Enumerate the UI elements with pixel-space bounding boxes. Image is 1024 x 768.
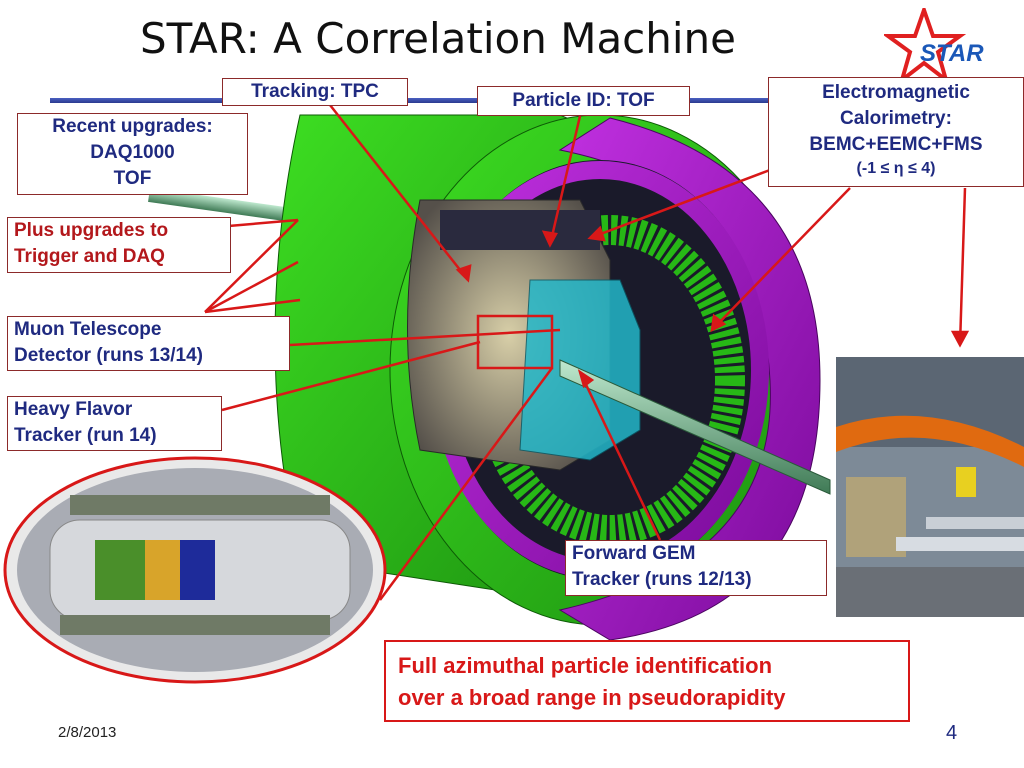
detector-photo <box>836 357 1024 617</box>
hft-top-rail <box>70 495 330 515</box>
label-trigger-daq-line1: Plus upgrades to <box>14 220 169 241</box>
label-hft-line1: Heavy Flavor <box>14 399 133 420</box>
label-trigger-daq-line2: Trigger and DAQ <box>14 246 165 267</box>
label-muon-telescope: Muon Telescope Detector (runs 13/14) <box>7 316 290 371</box>
slide-page-number: 4 <box>946 722 958 744</box>
label-muon-line1: Muon Telescope <box>14 319 162 340</box>
arrow-tof <box>548 115 582 246</box>
line-muon <box>289 328 561 347</box>
star-logo-icon <box>884 8 967 86</box>
label-heavy-flavor-tracker: Heavy Flavor Tracker (run 14) <box>7 396 222 451</box>
label-hft-line2: Tracker (run 14) <box>14 425 157 446</box>
hft-bottom-rail <box>60 615 330 635</box>
label-tracking-tpc: Tracking: TPC <box>222 78 408 106</box>
label-recent-upgrades: Recent upgrades: DAQ1000 TOF <box>17 113 248 195</box>
line-hft <box>221 340 481 412</box>
label-recent-upgrades-line3: TOF <box>113 168 152 189</box>
title-underline <box>50 98 890 103</box>
label-emc-eta-range: (-1 ≤ η ≤ 4) <box>856 160 936 177</box>
slide-title: STAR: A Correlation Machine <box>140 14 737 63</box>
hft-green-block <box>95 540 145 600</box>
arrow-emc-2 <box>711 187 851 331</box>
arrow-emc-3 <box>958 187 967 346</box>
label-emc-line1: Electromagnetic <box>822 82 970 103</box>
beam-pipe-left <box>148 188 309 225</box>
label-recent-upgrades-line1: Recent upgrades: <box>52 116 213 137</box>
summary-line2: over a broad range in pseudorapidity <box>398 685 786 710</box>
arrow-emc-1 <box>589 168 771 240</box>
label-particle-id-tof: Particle ID: TOF <box>477 86 690 116</box>
summary-line1: Full azimuthal particle identification <box>398 653 773 678</box>
star-logo-text: STAR <box>920 40 984 67</box>
slide-date: 2/8/2013 <box>58 724 117 741</box>
label-emc-line3: BEMC+EEMC+FMS <box>809 134 983 155</box>
label-emc: Electromagnetic Calorimetry: BEMC+EEMC+F… <box>768 77 1024 187</box>
label-forward-gem-tracker: Forward GEM Tracker (runs 12/13) <box>565 540 827 596</box>
label-emc-line2: Calorimetry: <box>840 108 952 129</box>
arrow-tpc <box>329 104 469 281</box>
summary-box: Full azimuthal particle identification o… <box>384 640 910 722</box>
hft-blue-block <box>180 540 215 600</box>
tpc-top-tiles <box>440 210 600 250</box>
label-particle-id-tof-text: Particle ID: TOF <box>512 90 655 111</box>
label-trigger-daq: Plus upgrades to Trigger and DAQ <box>7 217 231 273</box>
hft-gold-block <box>145 540 180 600</box>
beam-pipe-right <box>559 359 831 495</box>
line-hft-inset <box>378 367 554 601</box>
arrow-fgt <box>578 371 662 541</box>
label-fgt-line1: Forward GEM <box>572 543 696 564</box>
label-fgt-line2: Tracker (runs 12/13) <box>572 569 752 590</box>
label-tracking-tpc-text: Tracking: TPC <box>251 81 379 102</box>
label-recent-upgrades-line2: DAQ1000 <box>90 142 175 163</box>
label-muon-line2: Detector (runs 13/14) <box>14 345 204 366</box>
